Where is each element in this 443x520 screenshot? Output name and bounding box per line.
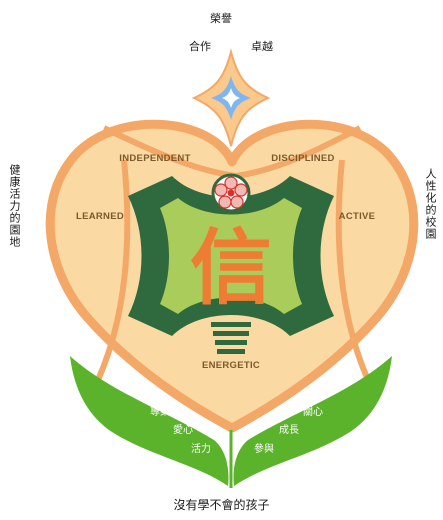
left-leaf-word-1: 專業 (150, 405, 170, 418)
left-leaf-word-2: 愛心 (173, 423, 193, 436)
value-active: ACTIVE (339, 211, 376, 222)
center-character: 信 (190, 221, 272, 316)
star-icon (191, 48, 271, 147)
right-leaf-word-1: 關心 (303, 406, 323, 418)
top-title: 榮譽 (210, 11, 232, 25)
right-side-label: 人性化的校園 (424, 168, 437, 240)
bottom-caption: 沒有學不會的孩子 (173, 498, 270, 512)
right-leaf-word-3: 參與 (254, 442, 274, 455)
central-emblem: 信 (128, 176, 334, 354)
right-leaf-word-2: 成長 (279, 424, 299, 436)
left-leaf (70, 356, 229, 486)
value-learned: LEARNED (76, 211, 124, 222)
value-energetic: ENERGETIC (202, 360, 260, 371)
value-independent: INDEPENDENT (119, 153, 190, 164)
right-leaf (233, 356, 392, 486)
left-side-label: 健康活力的園地 (8, 164, 21, 248)
plum-blossom-icon (211, 173, 251, 213)
top-right-label: 卓越 (251, 39, 273, 53)
value-disciplined: DISCIPLINED (271, 153, 334, 164)
top-left-label: 合作 (189, 39, 211, 53)
left-leaf-word-3: 活力 (191, 442, 211, 455)
